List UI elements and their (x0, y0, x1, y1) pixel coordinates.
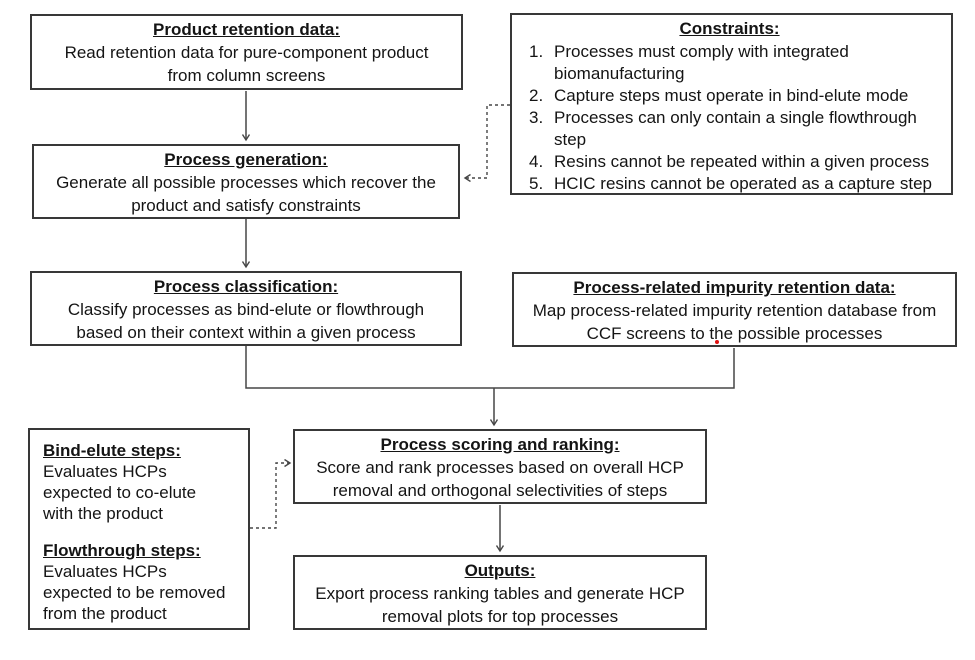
flowthrough-steps-body: Evaluates HCPs expected to be removed fr… (43, 562, 226, 623)
flowthrough-steps-title: Flowthrough steps: (43, 541, 201, 560)
box-outputs-title: Outputs: (464, 561, 536, 580)
constraint-item: 2. Capture steps must operate in bind-el… (512, 85, 947, 107)
dashed-arrow-constraints-to-generation (465, 104, 510, 178)
constraint-text: Resins cannot be repeated within a given… (554, 152, 930, 171)
box-constraints: Constraints: 1. Processes must comply wi… (510, 13, 953, 195)
box-process-generation-body: Generate all possible processes which re… (56, 173, 436, 215)
box-outputs: Outputs: Export process ranking tables a… (293, 555, 707, 630)
dashed-arrow-steps-to-scoring (250, 463, 290, 529)
box-process-scoring-title: Process scoring and ranking: (380, 435, 620, 454)
constraint-item: 1. Processes must comply with integrated… (512, 41, 947, 85)
box-product-retention-title: Product retention data: (152, 20, 340, 39)
box-process-scoring-body: Score and rank processes based on overal… (316, 458, 684, 500)
box-process-scoring: Process scoring and ranking: Score and r… (293, 429, 707, 504)
bind-elute-steps-body: Evaluates HCPs expected to co-elute with… (43, 462, 197, 523)
box-process-generation: Process generation: Generate all possibl… (32, 144, 460, 219)
box-process-generation-title: Process generation: (164, 150, 328, 169)
constraint-item: 5. HCIC resins cannot be operated as a c… (512, 173, 947, 195)
constraint-number: 3. (529, 108, 544, 127)
constraint-text: Processes must comply with integrated bi… (554, 42, 849, 83)
constraint-number: 2. (529, 86, 544, 105)
box-process-classification: Process classification: Classify process… (30, 271, 462, 346)
box-process-classification-title: Process classification: (153, 277, 339, 296)
box-product-retention-body: Read retention data for pure-component p… (64, 43, 429, 85)
box-product-retention: Product retention data: Read retention d… (30, 14, 463, 90)
box-impurity-retention: Process-related impurity retention data:… (512, 272, 957, 347)
box-outputs-body: Export process ranking tables and genera… (315, 584, 685, 626)
constraint-text: Capture steps must operate in bind-elute… (554, 86, 909, 105)
constraint-item: 3. Processes can only contain a single f… (512, 107, 947, 151)
red-annotation-dot (715, 340, 719, 344)
constraint-number: 4. (529, 152, 544, 171)
constraint-text: Processes can only contain a single flow… (554, 108, 917, 149)
box-impurity-retention-title: Process-related impurity retention data: (573, 278, 896, 297)
merge-line-classification-impurity (245, 346, 735, 389)
constraint-number: 5. (529, 174, 544, 193)
bind-elute-steps-title: Bind-elute steps: (43, 441, 181, 460)
constraint-text: HCIC resins cannot be operated as a capt… (554, 174, 932, 193)
box-impurity-retention-body: Map process-related impurity retention d… (532, 301, 937, 343)
constraint-number: 1. (529, 42, 544, 61)
box-step-evaluation-legend: Bind-elute steps: Evaluates HCPs expecte… (28, 428, 250, 630)
constraint-item: 4. Resins cannot be repeated within a gi… (512, 151, 947, 173)
box-constraints-title: Constraints: (679, 19, 780, 38)
box-process-classification-body: Classify processes as bind-elute or flow… (67, 300, 425, 342)
